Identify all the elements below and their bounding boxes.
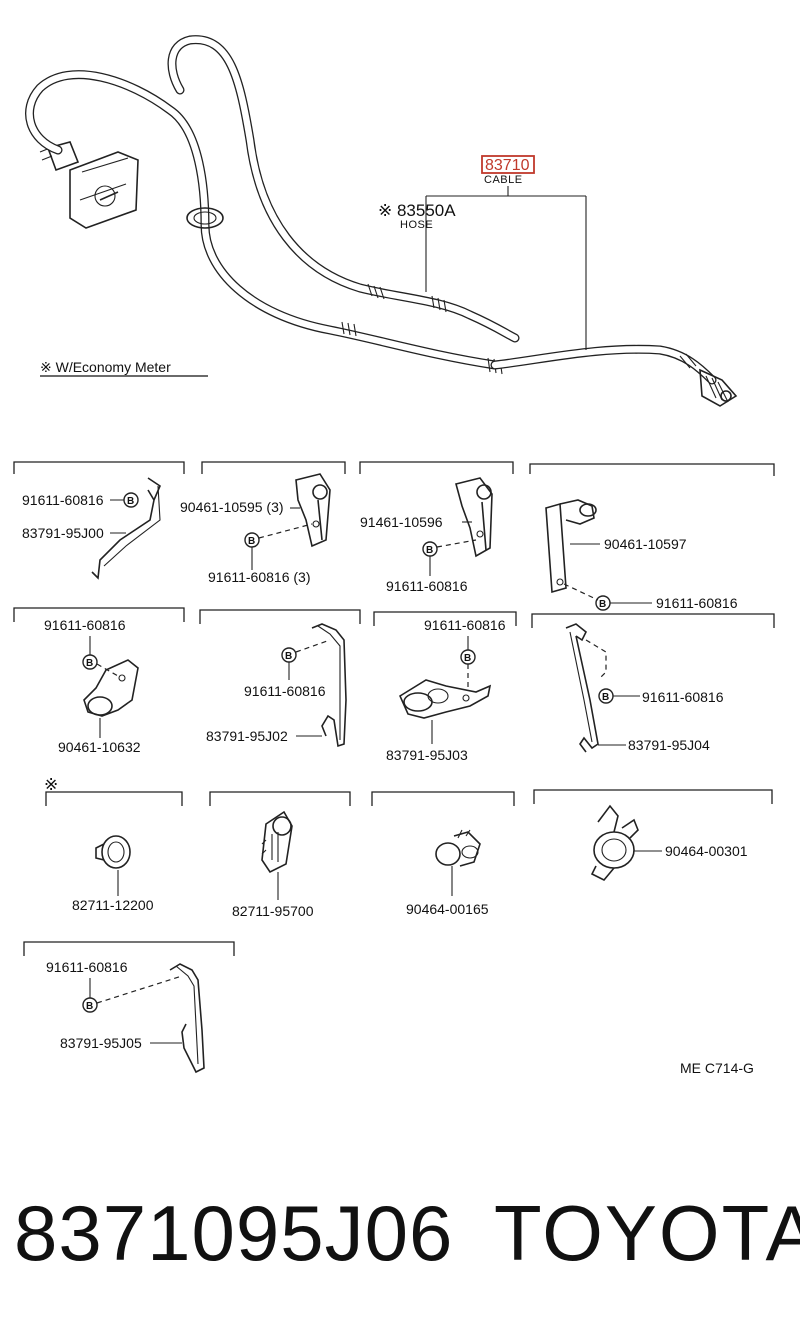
r3g2-clip-drawing	[261, 810, 293, 874]
r1g2-clamp-label: 90461-10595 (3)	[180, 499, 284, 515]
r1g1-bolt-label: 91611-60816	[22, 492, 104, 508]
row4-brackets	[23, 941, 235, 956]
bolt-symbol: B	[602, 692, 609, 703]
r2g2-bolt-label: 91611-60816	[244, 683, 326, 699]
row3-asterisk: ※	[44, 775, 58, 794]
grommet	[186, 207, 224, 229]
r2g4-bolt-label: 91611-60816	[642, 689, 724, 705]
footer-part-number: 8371095J06	[14, 1189, 454, 1277]
r2g1-clamp-label: 90461-10632	[58, 739, 141, 755]
r1g3-clamp-label: 91461-10596	[360, 514, 443, 530]
hose-label: HOSE	[400, 219, 433, 231]
r3g4-clamp-drawing	[590, 804, 639, 881]
r1g1-wire-label: 83791-95J00	[22, 525, 104, 541]
r2g1-clamp-drawing	[83, 659, 139, 717]
r2g1-bolt-label: 91611-60816	[44, 617, 126, 633]
row2-brackets	[13, 607, 775, 628]
cable-assembly-drawing	[25, 35, 738, 407]
bolt-symbol: B	[285, 651, 292, 662]
row3-brackets	[45, 789, 773, 806]
r1g4-bracket-label: 90461-10597	[604, 536, 687, 552]
r3g4-part-label: 90464-00301	[665, 843, 748, 859]
hose-upper-loop	[167, 35, 520, 343]
cable-part-number: 83710	[485, 157, 530, 174]
cable-label: CABLE	[484, 174, 523, 186]
bolt-symbol: B	[86, 1001, 93, 1012]
r3g1-clip-drawing	[95, 835, 131, 869]
bolt-symbol: B	[464, 653, 471, 664]
r4g1-bolt-label: 91611-60816	[46, 959, 128, 975]
r3g3-clamp-drawing	[435, 829, 481, 867]
r1g4-bolt-label: 91611-60816	[656, 595, 738, 611]
footer-brand: TOYOTA	[494, 1189, 800, 1277]
transmission-end-fitting	[699, 368, 738, 407]
diagram-code: ME C714-G	[680, 1060, 754, 1076]
economy-meter-note: ※ W/Economy Meter	[40, 359, 171, 375]
r1g3-bolt-label: 91611-60816	[386, 578, 468, 594]
meter-bracket	[39, 141, 139, 229]
r2g3-wire-label: 83791-95J03	[386, 747, 468, 763]
r2g4-wire-label: 83791-95J04	[628, 737, 710, 753]
r1g2-bolt-label: 91611-60816 (3)	[208, 569, 310, 585]
bolt-symbol: B	[127, 496, 134, 507]
r1g2-clamp-drawing	[295, 473, 331, 548]
r3g3-part-label: 90464-00165	[406, 901, 489, 917]
highlight-box	[481, 155, 535, 174]
hose-part-number: ※ 83550A	[378, 201, 456, 220]
bolt-symbol: B	[86, 658, 93, 669]
bolt-symbol: B	[599, 599, 606, 610]
r3g1-part-label: 82711-12200	[72, 897, 154, 913]
r4g1-wire-label: 83791-95J05	[60, 1035, 142, 1051]
r2g4-wire-drawing	[565, 623, 599, 753]
r2g3-bolt-label: 91611-60816	[424, 617, 506, 633]
bolt-symbol: B	[248, 536, 255, 547]
r1g3-clamp-drawing	[455, 477, 493, 558]
r2g2-wire-label: 83791-95J02	[206, 728, 288, 744]
row1-brackets	[13, 461, 775, 476]
r3g2-part-label: 82711-95700	[232, 903, 314, 919]
bolt-symbol: B	[426, 545, 433, 556]
r1g4-bracket-drawing	[545, 499, 597, 594]
r2g3-clamp-drawing	[398, 679, 492, 719]
r4g1-wire-drawing	[169, 963, 205, 1074]
r1g1-wire-drawing	[91, 477, 161, 580]
r2g2-wire-drawing	[311, 623, 347, 748]
